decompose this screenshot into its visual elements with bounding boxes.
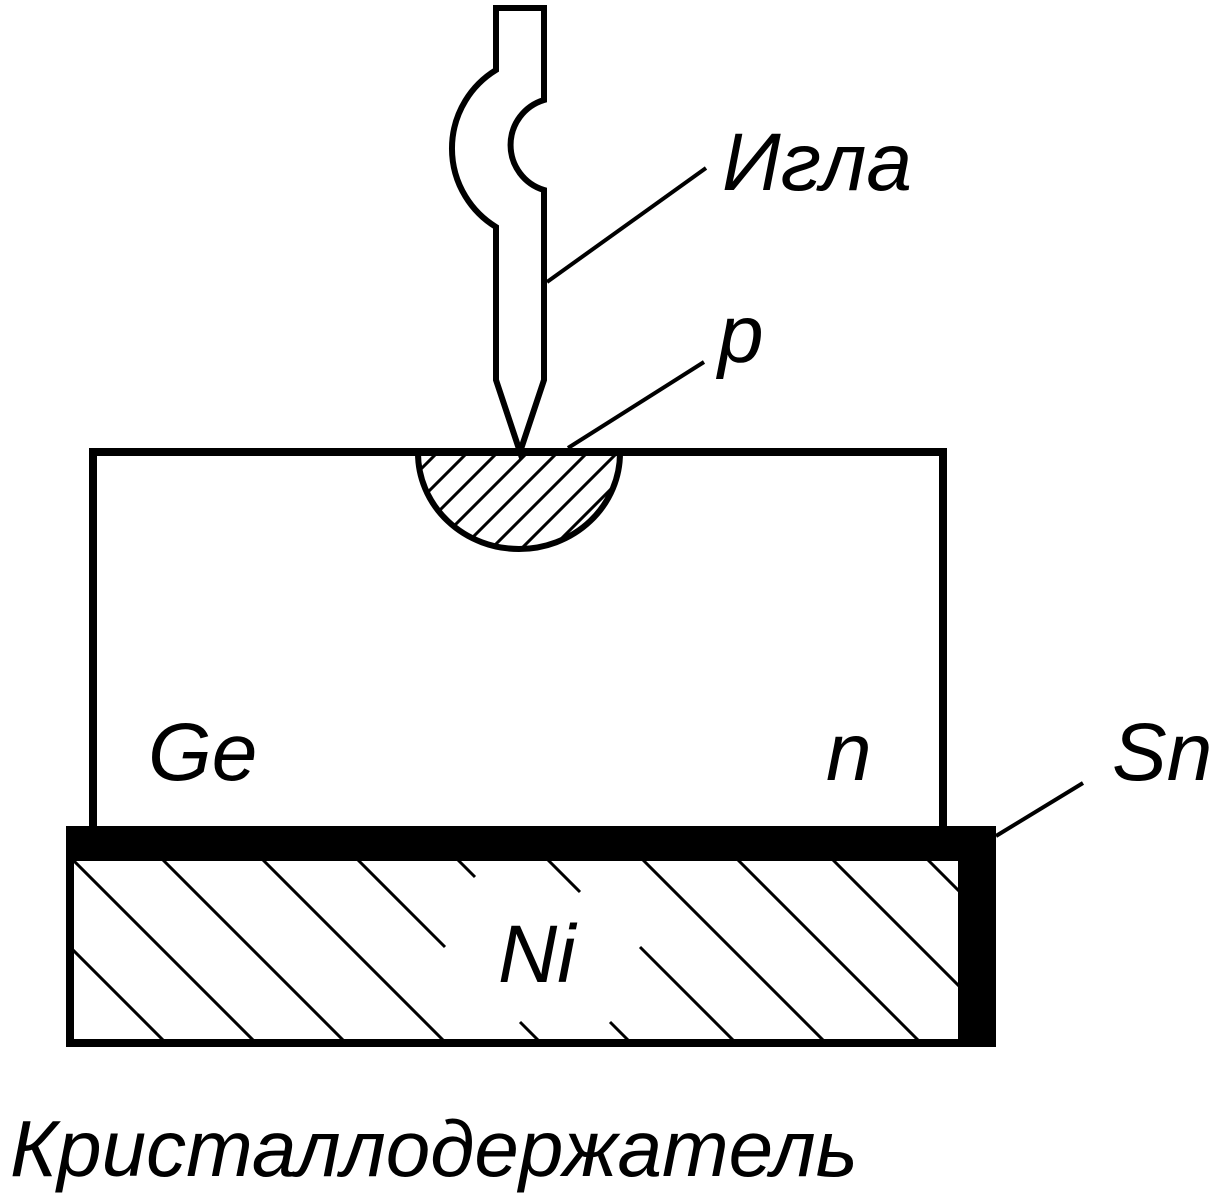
- needle-leader-line: [545, 166, 708, 284]
- n-type-label: n: [826, 707, 872, 798]
- nickel-label: Ni: [498, 909, 578, 1000]
- nickel-holder: [66, 853, 966, 1047]
- germanium-crystal: [89, 448, 947, 836]
- tin-solder-right: [962, 826, 996, 1047]
- tin-label: Sn: [1112, 707, 1212, 798]
- p-region-outline: [415, 452, 623, 552]
- nickel-holder-hatching: [70, 857, 962, 1043]
- p-region-leader-line: [566, 360, 706, 450]
- p-region-label: p: [715, 289, 764, 380]
- tin-leader-line: [994, 781, 1085, 838]
- crystal-holder-label: Кристаллодержатель: [10, 1104, 858, 1193]
- germanium-label: Ge: [148, 707, 257, 798]
- needle-label: Игла: [722, 117, 912, 208]
- needle: [448, 5, 547, 462]
- tin-solder-top: [66, 826, 996, 857]
